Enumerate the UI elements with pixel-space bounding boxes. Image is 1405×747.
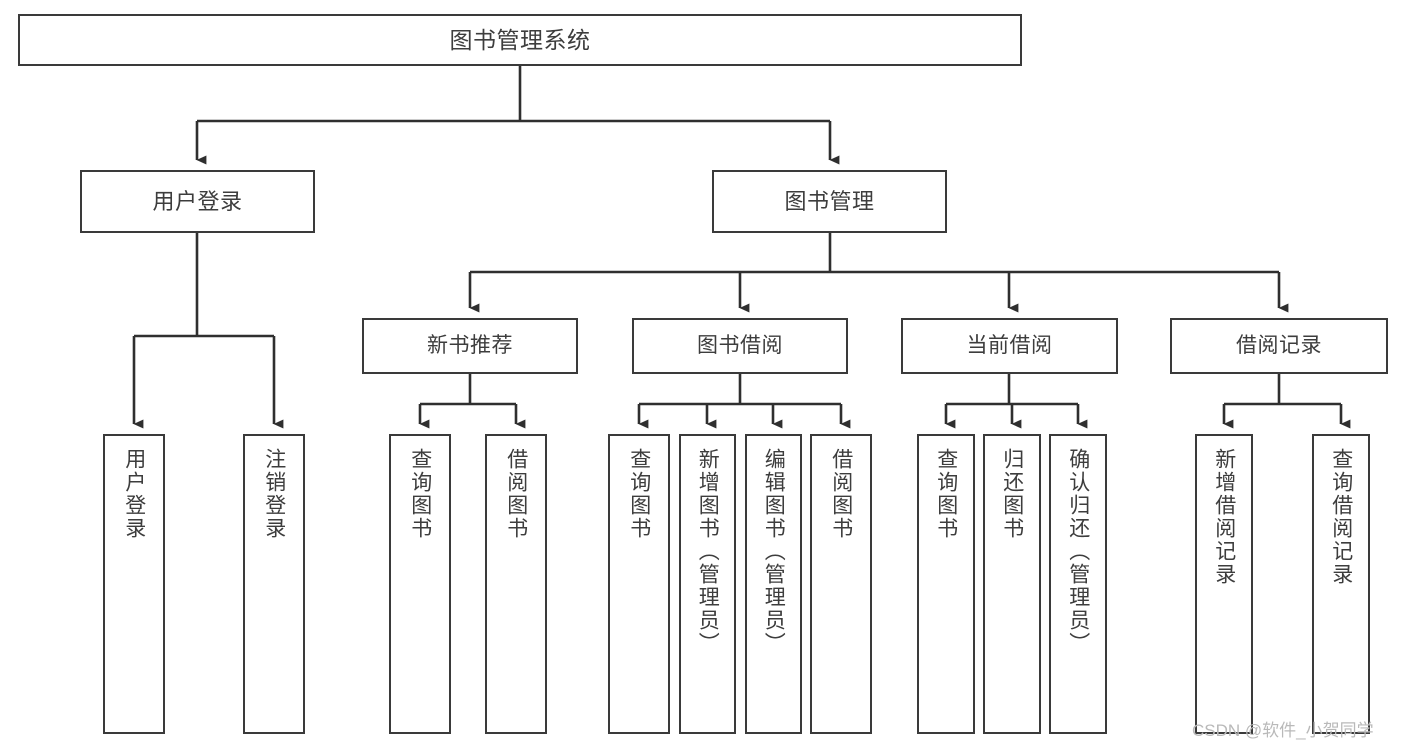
node-root-system[interactable]: 图书管理系统 — [18, 14, 1022, 66]
leaf-current-borrow-return[interactable]: 归还图书 — [983, 434, 1041, 734]
node-book-borrow[interactable]: 图书借阅 — [632, 318, 848, 374]
leaf-records-add[interactable]: 新增借阅记录 — [1195, 434, 1253, 734]
node-label: 查询图书 — [408, 448, 432, 540]
node-label: 借阅图书 — [504, 448, 528, 540]
node-borrow-records[interactable]: 借阅记录 — [1170, 318, 1388, 374]
node-label: 图书借阅 — [697, 333, 783, 357]
node-label: 归还图书 — [1000, 448, 1024, 540]
node-new-book-recommend[interactable]: 新书推荐 — [362, 318, 578, 374]
leaf-book-borrow-add[interactable]: 新增图书（管理员） — [679, 434, 736, 734]
node-label: 注销登录 — [262, 448, 286, 540]
leaf-new-book-borrow[interactable]: 借阅图书 — [485, 434, 547, 734]
leaf-current-borrow-query[interactable]: 查询图书 — [917, 434, 975, 734]
node-label: 用户登录 — [122, 448, 146, 540]
leaf-book-borrow-query[interactable]: 查询图书 — [608, 434, 670, 734]
node-label: 图书管理 — [784, 188, 875, 214]
node-label: 查询图书 — [627, 448, 651, 540]
node-book-management[interactable]: 图书管理 — [712, 170, 947, 233]
node-label: 新增借阅记录 — [1212, 448, 1236, 586]
node-label: 新增图书（管理员） — [696, 448, 720, 655]
node-label: 查询图书 — [934, 448, 958, 540]
node-label: 当前借阅 — [966, 333, 1053, 357]
node-label: 新书推荐 — [427, 333, 513, 357]
node-label: 借阅图书 — [829, 448, 853, 540]
node-label: 用户登录 — [152, 188, 243, 214]
leaf-current-borrow-confirm[interactable]: 确认归还（管理员） — [1049, 434, 1107, 734]
leaf-user-login-signout[interactable]: 注销登录 — [243, 434, 305, 734]
leaf-book-borrow-borrow[interactable]: 借阅图书 — [810, 434, 872, 734]
node-label: 确认归还（管理员） — [1066, 448, 1090, 655]
leaf-new-book-query[interactable]: 查询图书 — [389, 434, 451, 734]
node-label: 编辑图书（管理员） — [762, 448, 786, 655]
leaf-records-query[interactable]: 查询借阅记录 — [1312, 434, 1370, 734]
node-label: 查询借阅记录 — [1329, 448, 1353, 586]
node-current-borrow[interactable]: 当前借阅 — [901, 318, 1118, 374]
node-user-login[interactable]: 用户登录 — [80, 170, 315, 233]
node-label: 借阅记录 — [1236, 333, 1322, 357]
node-label: 图书管理系统 — [449, 26, 591, 53]
leaf-user-login-signin[interactable]: 用户登录 — [103, 434, 165, 734]
leaf-book-borrow-edit[interactable]: 编辑图书（管理员） — [745, 434, 802, 734]
